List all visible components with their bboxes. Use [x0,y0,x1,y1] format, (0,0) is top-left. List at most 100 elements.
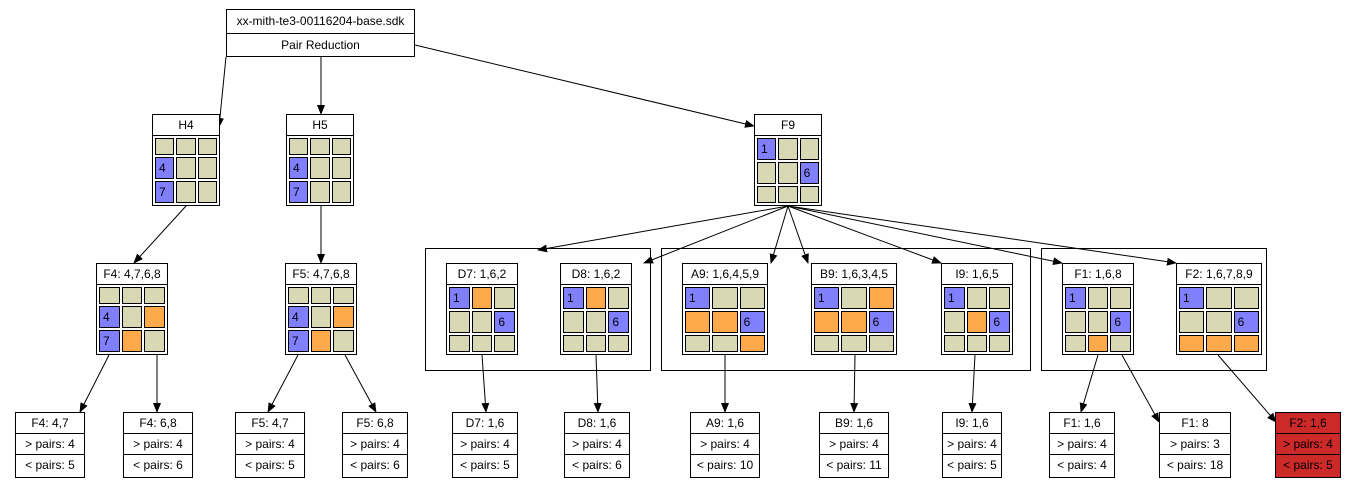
edge-arrow [133,205,187,264]
leaf-node-11[interactable]: F2: 1,6> pairs: 4< pairs: 5 [1275,412,1341,478]
pair-candidate-cell [814,311,840,333]
empty-cell [121,287,143,304]
given-cell: 6 [799,162,819,184]
empty-cell [310,157,330,179]
leaf-less-pairs: < pairs: 10 [696,458,754,472]
board-label: I9: 1,6,5 [942,264,1012,285]
edge-arrow [787,205,942,264]
leaf-node-7[interactable]: B9: 1,6> pairs: 4< pairs: 11 [819,412,889,478]
leaf-less-pairs: < pairs: 5 [947,458,997,472]
given-cell: 6 [494,311,515,333]
edge-arrow [79,354,110,413]
leaf-node-8[interactable]: I9: 1,6> pairs: 4< pairs: 5 [942,412,1002,478]
empty-cell [289,138,309,155]
pair-candidate-cell [739,335,765,352]
edge-arrow [344,354,377,413]
empty-cell [310,181,330,203]
edge-arrow [850,354,859,413]
empty-cell [471,335,493,352]
leaf-node-10[interactable]: F1: 8> pairs: 3< pairs: 18 [1159,412,1231,478]
board-label: A9: 1,6,4,5,9 [683,264,767,285]
empty-cell [99,287,120,304]
empty-cell [757,186,777,203]
board-label: F1: 1,6,8 [1063,264,1133,285]
empty-cell [966,335,988,352]
leaf-node-3[interactable]: F5: 6,8> pairs: 4< pairs: 6 [342,412,408,478]
leaf-more-pairs: > pairs: 4 [453,434,517,455]
given-cell: 7 [99,330,120,352]
pair-candidate-cell [712,311,738,333]
empty-cell [176,157,196,179]
cluster-a9-b9-i9 [661,248,1031,371]
edge-arrow [215,56,227,128]
pair-candidate-cell [1206,335,1232,352]
empty-cell [144,287,165,304]
pair-candidate-cell [841,311,867,333]
board-label: H4 [153,115,219,136]
leaf-more-pairs: > pairs: 4 [691,434,759,455]
empty-cell [608,335,629,352]
empty-cell [712,335,738,352]
empty-cell [814,335,840,352]
given-cell: 6 [1110,311,1131,333]
empty-cell [144,330,165,352]
leaf-less-pairs: < pairs: 5 [25,458,75,472]
empty-cell [333,287,354,304]
leaf-less-pairs: < pairs: 5 [460,458,510,472]
pair-candidate-cell [868,287,894,309]
root-node[interactable]: xx-mith-te3-00116204-base.sdk Pair Reduc… [226,9,415,57]
empty-cell [310,306,332,328]
leaf-node-6[interactable]: A9: 1,6> pairs: 4< pairs: 10 [690,412,760,478]
leaf-node-0[interactable]: F4: 4,7> pairs: 4< pairs: 5 [15,412,85,478]
empty-cell [563,311,584,333]
given-cell: 1 [1179,287,1205,309]
empty-cell [331,181,351,203]
given-cell: 1 [757,138,777,160]
leaf-more-pairs: > pairs: 4 [820,434,888,455]
pair-candidate-cell [1179,335,1205,352]
leaf-node-4[interactable]: D7: 1,6> pairs: 4< pairs: 5 [452,412,518,478]
leaf-node-2[interactable]: F5: 4,7> pairs: 4< pairs: 5 [235,412,305,478]
board-label: F9 [755,115,821,136]
leaf-node-5[interactable]: D8: 1,6> pairs: 4< pairs: 6 [564,412,630,478]
empty-cell [685,335,711,352]
leaf-node-1[interactable]: F4: 6,8> pairs: 4< pairs: 6 [123,412,193,478]
given-cell: 7 [289,181,309,203]
empty-cell [868,335,894,352]
empty-cell [1206,287,1232,309]
empty-cell [155,138,175,155]
pair-candidate-cell [585,287,607,309]
leaf-less-pairs: < pairs: 4 [1057,458,1107,472]
empty-cell [966,287,988,309]
edge-arrow [1121,354,1160,423]
pair-candidate-cell [1087,335,1109,352]
leaf-more-pairs: > pairs: 3 [1160,434,1230,455]
leaf-less-pairs: < pairs: 5 [1283,458,1333,472]
given-cell: 4 [289,157,309,179]
empty-cell [310,138,330,155]
leaf-node-9[interactable]: F1: 1,6> pairs: 4< pairs: 4 [1049,412,1115,478]
given-cell: 6 [608,311,629,333]
empty-cell [563,335,584,352]
